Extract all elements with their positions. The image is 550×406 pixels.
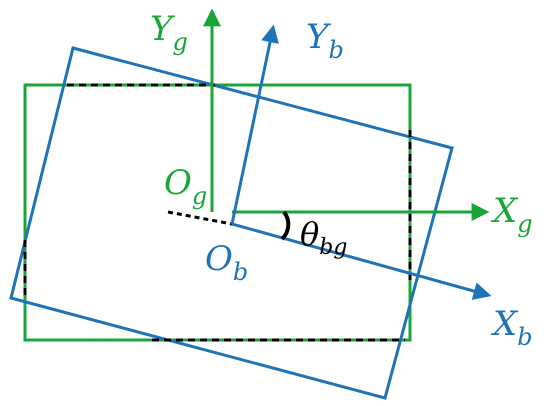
- body-frame-rectangle: [9, 46, 454, 400]
- x-body-label: Xb: [490, 304, 533, 351]
- body-x-axis: [231, 222, 492, 300]
- origin-body-label: Ob: [205, 239, 248, 286]
- y-global-label: Yg: [150, 9, 188, 56]
- body-y-axis: [230, 24, 279, 225]
- origin-global-label: Og: [164, 163, 207, 210]
- angle-label: θbg: [300, 215, 347, 260]
- origin-connector: [167, 210, 233, 226]
- y-body-label: Yb: [306, 17, 344, 64]
- angle-arc: [280, 210, 291, 241]
- x-global-label: Xg: [490, 191, 533, 238]
